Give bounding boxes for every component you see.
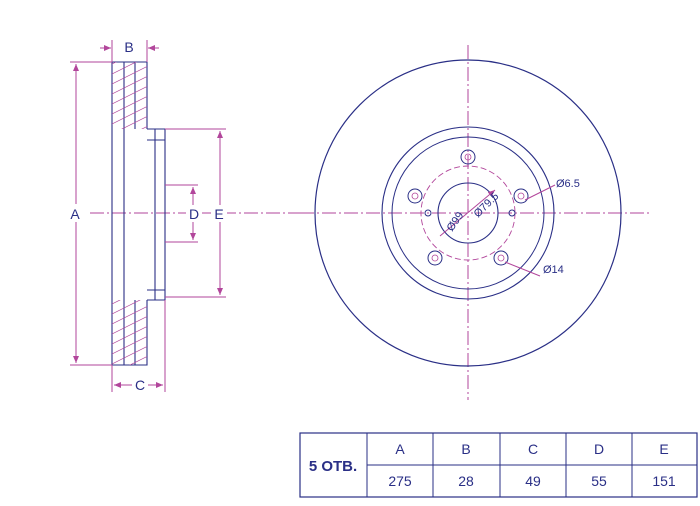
bolt-hole-1 bbox=[460, 149, 476, 165]
center-bore bbox=[437, 182, 499, 244]
label-d: D bbox=[189, 206, 199, 222]
bolt-hole-2 bbox=[513, 188, 529, 204]
dimension-a: A bbox=[66, 61, 112, 366]
leader-hole-large bbox=[504, 261, 541, 277]
dimension-d: D bbox=[165, 184, 202, 243]
callout-hole-small: Ø6.5 bbox=[556, 178, 580, 190]
spec-table: 5 ОТВ. A B C D E 275 28 49 55 151 bbox=[299, 432, 698, 498]
side-view: A B C D bbox=[66, 39, 300, 393]
table-header-d: D bbox=[594, 441, 604, 457]
side-view-outline bbox=[111, 61, 166, 366]
table-value-b: 28 bbox=[458, 473, 474, 489]
bolt-hole-4 bbox=[427, 250, 443, 266]
friction-inner-edge bbox=[381, 126, 555, 300]
label-c: C bbox=[135, 377, 145, 393]
table-value-a: 275 bbox=[388, 473, 412, 489]
disc-outer-edge bbox=[314, 59, 622, 367]
pilot-hole-left bbox=[424, 209, 432, 217]
leader-hole-small bbox=[524, 184, 556, 201]
table-value-e: 151 bbox=[652, 473, 676, 489]
label-e: E bbox=[214, 206, 223, 222]
table-header-e: E bbox=[659, 441, 668, 457]
dimension-e: E bbox=[165, 128, 227, 298]
table-header-c: C bbox=[528, 441, 538, 457]
table-header-a: A bbox=[395, 441, 405, 457]
dimension-b: B bbox=[100, 39, 159, 62]
hatching-bottom bbox=[112, 300, 147, 365]
holes-count-label: 5 ОТВ. bbox=[309, 458, 357, 475]
table-header-b: B bbox=[461, 441, 470, 457]
table-value-c: 49 bbox=[525, 473, 541, 489]
label-b: B bbox=[124, 39, 133, 55]
hatching-top bbox=[112, 62, 147, 129]
hat-edge bbox=[391, 136, 545, 290]
bolt-hole-5 bbox=[407, 188, 423, 204]
table-value-d: 55 bbox=[591, 473, 607, 489]
bolt-holes bbox=[407, 149, 529, 266]
bolt-hole-3 bbox=[493, 250, 509, 266]
dimension-c: C bbox=[111, 300, 166, 393]
pilot-hole-right bbox=[508, 209, 516, 217]
callout-hole-large: Ø14 bbox=[543, 264, 564, 276]
label-a: A bbox=[70, 206, 80, 222]
front-view: Ø99 Ø79.5 Ø6.5 Ø14 bbox=[300, 45, 650, 400]
leader-center-bore bbox=[439, 189, 496, 237]
